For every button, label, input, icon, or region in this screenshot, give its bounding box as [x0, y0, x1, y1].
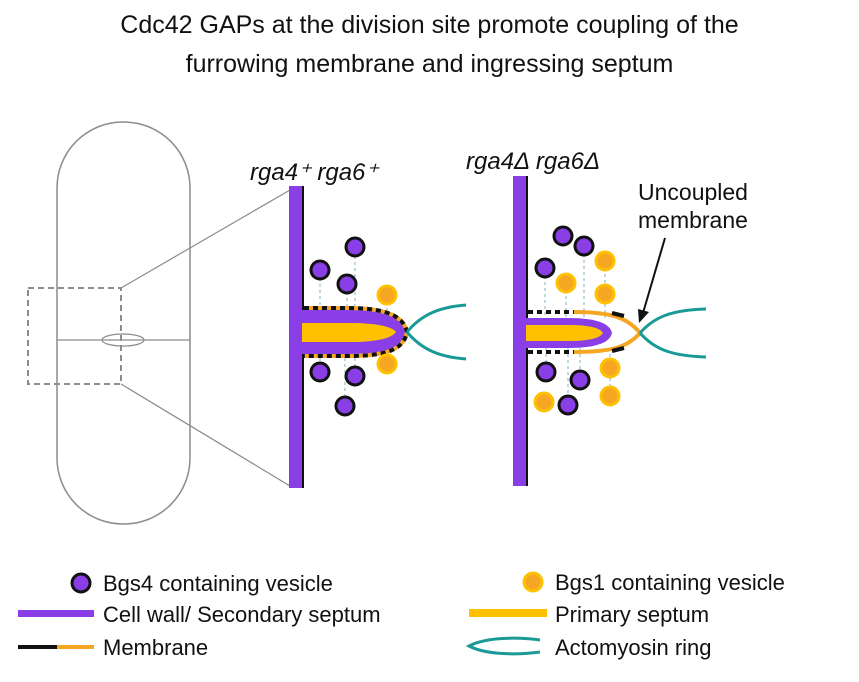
bgs4-vesicle: [309, 361, 331, 383]
bgs4-vesicle: [552, 225, 574, 247]
uncoupled-label-line1: Uncoupled: [638, 179, 748, 205]
cell-schematic: [27, 121, 291, 525]
zoom-line-bottom: [120, 383, 291, 487]
bgs1-vesicle: [533, 391, 555, 413]
legend-cell-wall-swatch: [18, 610, 94, 617]
cell-wall-mutant: [513, 176, 526, 486]
uncoupled-label-line2: membrane: [638, 207, 748, 233]
mutant-label: rga4Δ rga6Δ: [466, 148, 600, 175]
zoom-line-top: [120, 189, 291, 289]
cell-outline: [56, 121, 191, 525]
bgs4-vesicle: [344, 365, 366, 387]
title-line-1: Cdc42 GAPs at the division site promote …: [120, 11, 739, 39]
legend-cell-wall: Cell wall/ Secondary septum: [103, 602, 381, 627]
bgs4-vesicle: [535, 361, 557, 383]
primary-septum-mutant: [526, 325, 603, 341]
bgs4-vesicle: [309, 259, 331, 281]
title-line-2: furrowing membrane and ingressing septum: [185, 50, 674, 78]
legend-actomyosin: Actomyosin ring: [555, 635, 712, 660]
bgs4-vesicle: [336, 273, 358, 295]
bgs4-vesicle: [534, 257, 556, 279]
primary-septum-wt: [302, 323, 396, 342]
bgs1-vesicle: [594, 283, 616, 305]
actomyosin-ring-wt: [405, 303, 467, 361]
bgs4-vesicle: [344, 236, 366, 258]
bgs1-vesicle: [599, 385, 621, 407]
actomyosin-ring-mutant: [638, 307, 707, 359]
mutant-panel: [513, 176, 707, 486]
cell-wall-wt: [289, 186, 302, 488]
legend-bgs4-swatch: [70, 572, 92, 594]
legend-bgs1: Bgs1 containing vesicle: [555, 570, 785, 595]
wildtype-panel: [289, 186, 467, 488]
bgs4-vesicle: [573, 235, 595, 257]
bgs1-vesicle: [376, 353, 398, 375]
legend: Bgs4 containing vesicle Bgs1 containing …: [18, 570, 785, 660]
actomyosin-ring-small: [101, 333, 145, 347]
uncoupled-arrow: [638, 237, 666, 323]
legend-primary-septum-swatch: [469, 609, 547, 617]
legend-primary-septum: Primary septum: [555, 602, 709, 627]
legend-actomyosin-swatch: [465, 636, 541, 656]
bgs1-vesicle: [376, 284, 398, 306]
bgs4-vesicle: [557, 394, 579, 416]
wildtype-label: rga4⁺ rga6⁺: [250, 159, 380, 186]
bgs1-vesicle: [555, 272, 577, 294]
legend-bgs4: Bgs4 containing vesicle: [103, 571, 333, 596]
legend-membrane: Membrane: [103, 635, 208, 660]
bgs4-vesicle: [569, 369, 591, 391]
bgs1-vesicle: [594, 250, 616, 272]
legend-bgs1-swatch: [522, 571, 544, 593]
zoom-box: [27, 287, 122, 385]
bgs4-vesicle: [334, 395, 356, 417]
bgs1-vesicle: [599, 357, 621, 379]
